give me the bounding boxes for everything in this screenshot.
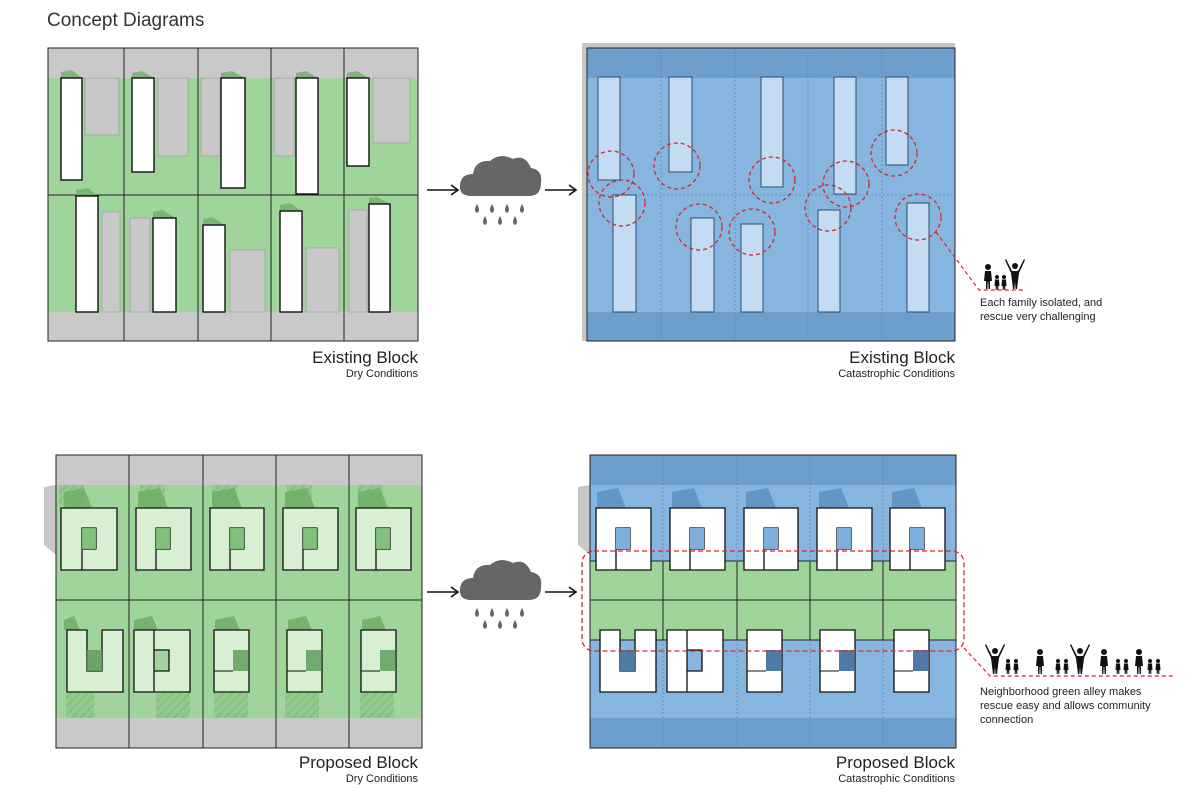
panel-title: Proposed Block [835, 753, 955, 772]
rain-cloud-icon [459, 155, 542, 225]
people-group-icon [985, 644, 1161, 674]
panel-subtitle: Dry Conditions [345, 368, 418, 380]
existing-note: Each family isolated, and rescue very ch… [980, 297, 1103, 323]
proposed-wet-block [578, 454, 1175, 749]
street-bottom [48, 312, 418, 341]
proposed-dry-label: Proposed Block Dry Conditions [218, 753, 418, 786]
arrow-right-icon [426, 184, 459, 196]
panel-title: Existing Block [849, 348, 955, 367]
arrow-right-icon [544, 184, 577, 196]
existing-wet-label: Existing Block Catastrophic Conditions [755, 348, 955, 381]
panel-subtitle: Catastrophic Conditions [838, 773, 955, 785]
proposed-wet-label: Proposed Block Catastrophic Conditions [755, 753, 955, 786]
rain-cloud-icon [459, 559, 542, 629]
proposed-wet-houses-bottom [599, 629, 930, 693]
arrow-right-icon [426, 586, 459, 598]
panel-subtitle: Catastrophic Conditions [838, 368, 955, 380]
panel-title: Proposed Block [298, 753, 418, 772]
proposed-houses-top [60, 507, 412, 571]
page-title: Concept Diagrams [47, 10, 205, 31]
existing-dry-label: Existing Block Dry Conditions [218, 348, 418, 381]
proposed-houses-bottom [66, 629, 397, 693]
family-icon [984, 259, 1025, 290]
existing-dry-block [47, 47, 419, 342]
existing-wet-block [582, 43, 1026, 342]
panel-subtitle: Dry Conditions [345, 773, 418, 785]
proposed-wet-houses-top [595, 507, 946, 571]
proposed-dry-block [44, 454, 423, 749]
panel-title: Existing Block [312, 348, 418, 367]
arrow-right-icon [544, 586, 577, 598]
proposed-note: Neighborhood green alley makes rescue ea… [980, 686, 1151, 726]
